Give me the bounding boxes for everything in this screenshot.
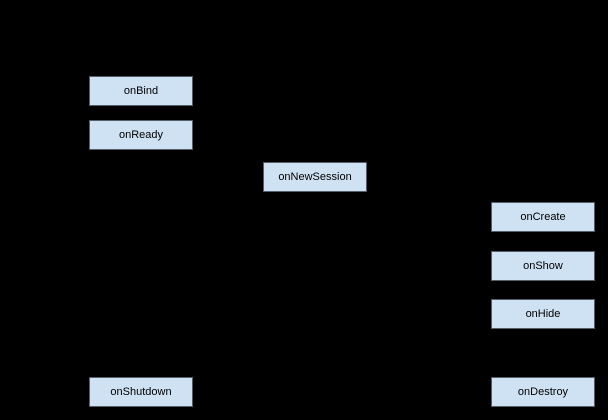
lifecycle-node-label: onBind — [123, 84, 159, 97]
lifecycle-node-label: onReady — [118, 128, 164, 141]
lifecycle-node-onDestroy: onDestroy — [491, 377, 595, 407]
lifecycle-node-label: onHide — [525, 307, 561, 320]
lifecycle-node-onCreate: onCreate — [491, 202, 595, 232]
lifecycle-node-onBind: onBind — [89, 76, 193, 106]
lifecycle-node-onHide: onHide — [491, 299, 595, 329]
lifecycle-node-onReady: onReady — [89, 120, 193, 150]
lifecycle-node-onNewSession: onNewSession — [263, 162, 367, 192]
lifecycle-node-label: onDestroy — [517, 385, 569, 398]
lifecycle-node-onShutdown: onShutdown — [89, 377, 193, 407]
lifecycle-node-onShow: onShow — [491, 251, 595, 281]
lifecycle-node-label: onShutdown — [110, 385, 172, 398]
lifecycle-node-label: onNewSession — [278, 170, 352, 183]
lifecycle-node-label: onCreate — [520, 210, 566, 223]
lifecycle-node-label: onShow — [523, 259, 563, 272]
